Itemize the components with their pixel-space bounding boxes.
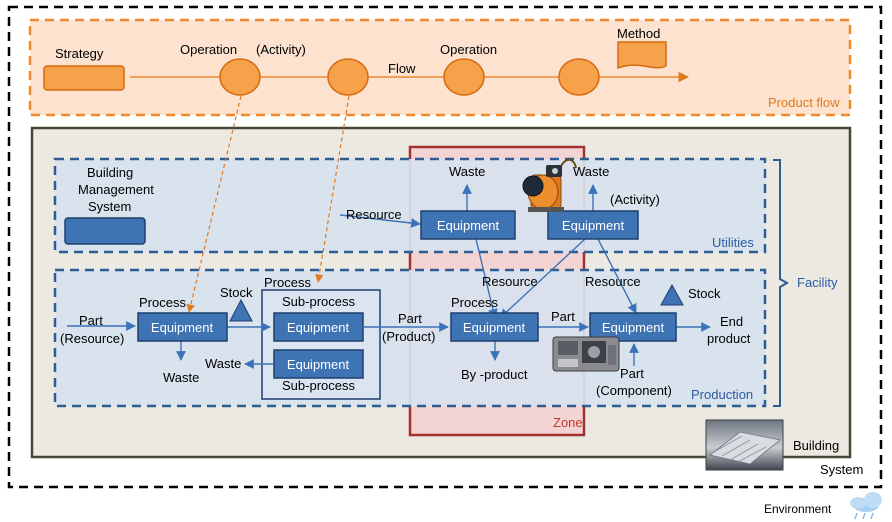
by-product-label: By -product xyxy=(461,367,528,382)
production-label: Production xyxy=(691,387,753,402)
utility-equipment-2-label: Equipment xyxy=(562,218,625,233)
subprocess-process-label: Process xyxy=(264,275,311,290)
activity-label: (Activity) xyxy=(256,42,306,57)
production-resource-label-2: Resource xyxy=(585,274,641,289)
production-equipment-4-label: Equipment xyxy=(602,320,665,335)
stock-label-2: Stock xyxy=(688,286,721,301)
environment-label: Environment xyxy=(764,502,832,516)
production-equipment-3-box xyxy=(450,312,539,342)
strategy-label: Strategy xyxy=(55,46,104,61)
utility-waste-label-2: Waste xyxy=(573,164,609,179)
system-boundary xyxy=(7,5,883,489)
product-paren-label: (Product) xyxy=(382,329,435,344)
strategy-box xyxy=(43,65,125,91)
product-flow-label: Product flow xyxy=(768,95,840,110)
production-equipment-1-label: Equipment xyxy=(151,320,214,335)
building-photo-icon xyxy=(705,419,784,471)
operation-node-4 xyxy=(558,58,600,96)
subprocess-equipment-2-box xyxy=(273,349,364,379)
subprocess-label-bottom: Sub-process xyxy=(282,378,355,393)
process-label-1: Process xyxy=(139,295,186,310)
operation-node-2 xyxy=(327,58,369,96)
process-label-2: Process xyxy=(451,295,498,310)
subprocess-equipment-1-box xyxy=(273,312,364,342)
production-waste-label-1: Waste xyxy=(205,356,241,371)
bms-box xyxy=(64,217,146,245)
utility-equipment-2-box xyxy=(547,210,639,240)
utility-resource-label: Resource xyxy=(346,207,402,222)
method-label: Method xyxy=(617,26,660,41)
part-label-3: Part xyxy=(551,309,575,324)
end-product-label-line-2: product xyxy=(707,331,751,346)
operation-node-3 xyxy=(443,58,485,96)
operation-to-process-link xyxy=(186,95,242,313)
operation-label-2: Operation xyxy=(440,42,497,57)
part-label-2: Part xyxy=(398,311,422,326)
operation-to-subprocess-link xyxy=(315,95,350,283)
part-label-1: Part xyxy=(79,313,103,328)
operation-node-1 xyxy=(219,58,261,96)
production-equipment-4-box xyxy=(589,312,677,342)
flow-label: Flow xyxy=(388,61,416,76)
system-label: System xyxy=(820,462,863,477)
bms-label-line-1: Building xyxy=(87,165,133,180)
production-equipment-3-label: Equipment xyxy=(463,320,526,335)
utility-activity-label: (Activity) xyxy=(610,192,660,207)
method-document-icon xyxy=(617,41,667,70)
subprocess-label-top: Sub-process xyxy=(282,294,355,309)
part-label-4: Part xyxy=(620,366,644,381)
stock-triangle-icon-2 xyxy=(660,283,684,306)
facility-label: Facility xyxy=(797,275,838,290)
production-equipment-1-box xyxy=(137,312,228,342)
production-waste-label-2: Waste xyxy=(163,370,199,385)
rain-cloud-icon xyxy=(850,492,882,520)
production-resource-label-1: Resource xyxy=(482,274,538,289)
component-paren-label: (Component) xyxy=(596,383,672,398)
water-pump-icon xyxy=(522,158,577,212)
stock-triangle-icon xyxy=(229,298,253,322)
facility-brace xyxy=(773,159,790,407)
utility-waste-label-1: Waste xyxy=(449,164,485,179)
operation-label-1: Operation xyxy=(180,42,237,57)
product-flow-panel xyxy=(28,18,852,117)
industrial-machine-icon xyxy=(552,336,620,372)
utilities-label: Utilities xyxy=(712,235,754,250)
subprocess-container xyxy=(261,289,381,400)
stock-label-1: Stock xyxy=(220,285,253,300)
bms-label-line-3: System xyxy=(88,199,131,214)
bms-label-line-2: Management xyxy=(78,182,154,197)
equipment-group: Equipment Equipment Equipment Equipment … xyxy=(137,210,677,379)
zone-label: Zone xyxy=(553,415,583,430)
subprocess-equipment-1-label: Equipment xyxy=(287,320,350,335)
utility-equipment-1-box xyxy=(420,210,516,240)
utilities-panel xyxy=(53,157,767,254)
building-label: Building xyxy=(793,438,839,453)
utility-equipment-1-label: Equipment xyxy=(437,218,500,233)
resource-paren-label: (Resource) xyxy=(60,331,124,346)
subprocess-equipment-2-label: Equipment xyxy=(287,357,350,372)
end-product-label-line-1: End xyxy=(720,314,743,329)
